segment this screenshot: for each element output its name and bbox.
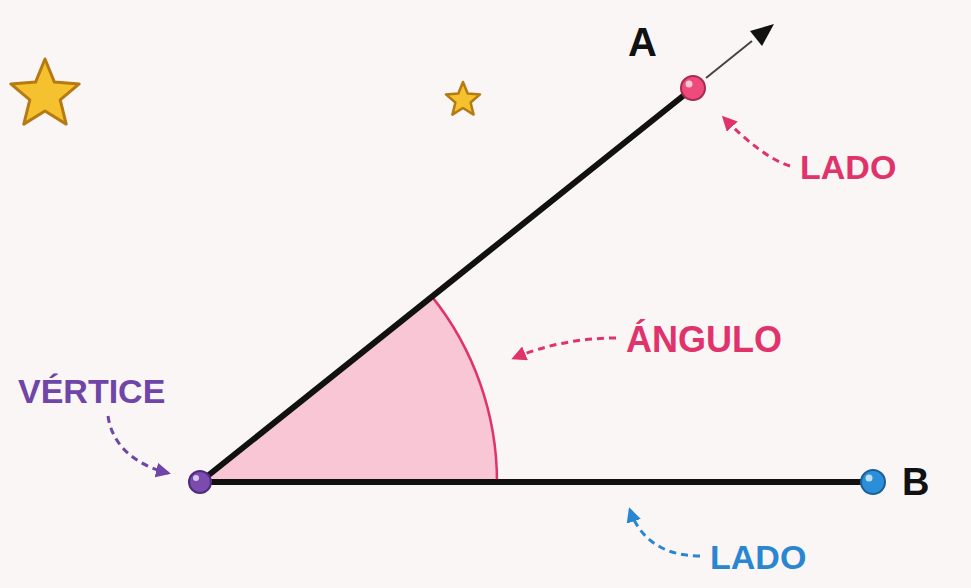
highlight [866, 475, 873, 482]
leader-arrow [514, 338, 616, 358]
vertex-label: VÉRTICE [18, 374, 165, 408]
point-label: B [902, 463, 929, 501]
leader-arrow [724, 118, 790, 166]
point-dot [861, 470, 885, 494]
ray-arrowhead [750, 24, 774, 46]
angle-sector [200, 297, 497, 482]
side-line [200, 88, 693, 482]
side-label: LADO [800, 150, 896, 184]
ray-extension [706, 41, 752, 78]
highlight [193, 475, 199, 481]
leader-arrow [108, 416, 168, 473]
vertex-dot [189, 471, 211, 493]
star [11, 59, 79, 124]
angle-arc [432, 297, 497, 482]
side-line [200, 479, 873, 485]
side-label: LADO [710, 540, 806, 574]
point-dot [681, 76, 705, 100]
angle-label: ÁNGULO [626, 322, 782, 358]
highlight [686, 81, 693, 88]
star [446, 82, 480, 115]
leader-arrow [630, 510, 700, 556]
point-label: A [628, 22, 657, 62]
